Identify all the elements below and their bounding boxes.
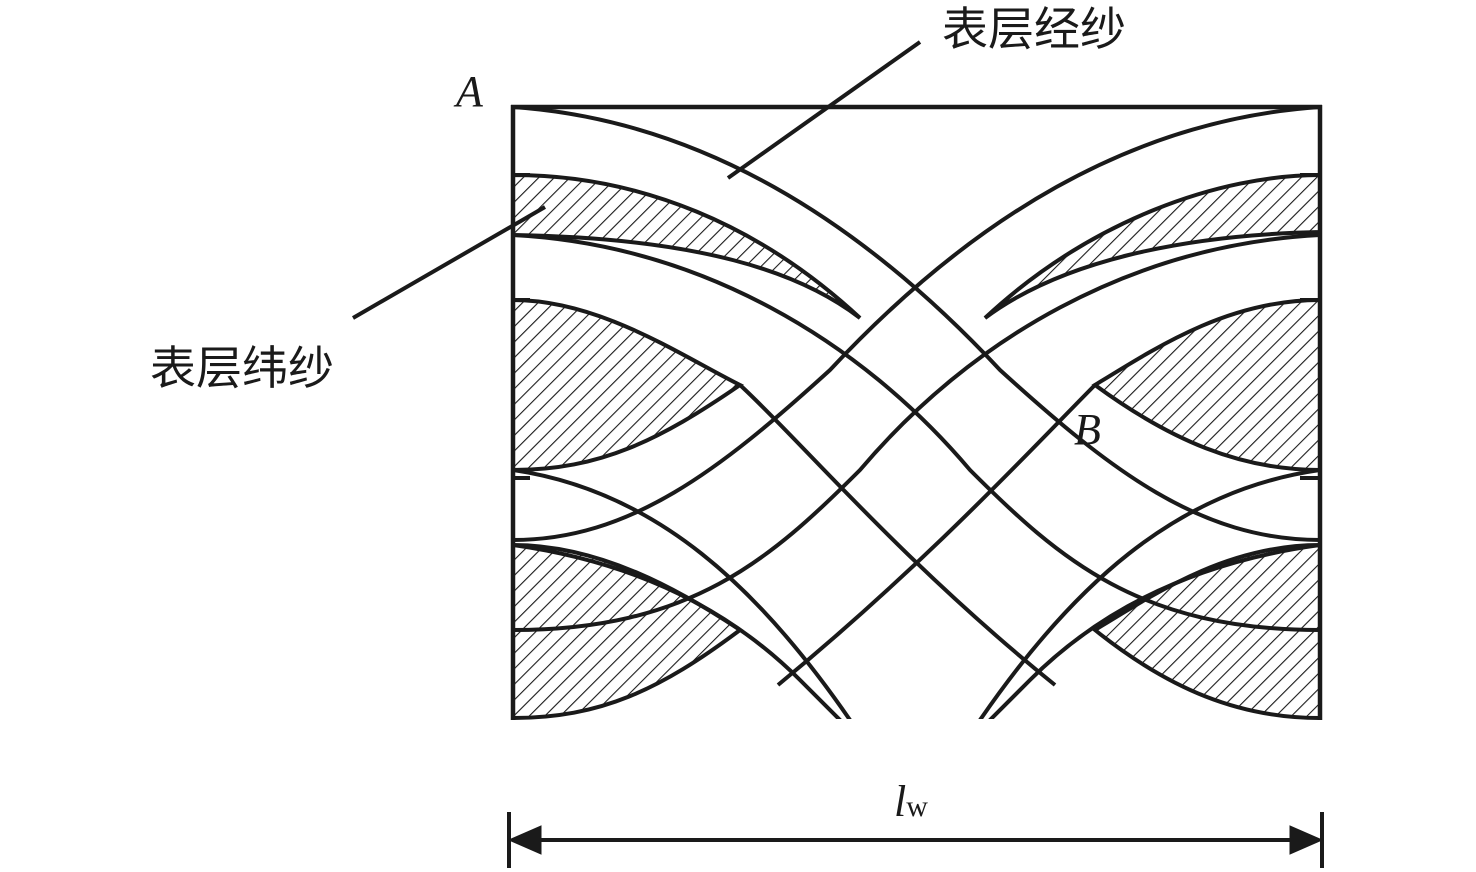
weft-section-right-lower xyxy=(1091,542,1322,721)
leader-lines xyxy=(351,40,922,320)
warp-curve-1 xyxy=(513,107,1320,542)
warp-curve-2 xyxy=(513,107,1320,542)
weft-yarn-label: 表层纬纱 xyxy=(150,341,334,395)
warp-curve-4 xyxy=(513,233,1320,632)
weft-yarn-sections xyxy=(511,172,1322,721)
warp-curve-5 xyxy=(513,468,852,719)
warp-curve-7 xyxy=(738,383,1057,687)
width-subscript: w xyxy=(906,790,928,823)
weft-section-upper-band xyxy=(511,172,862,320)
warp-leader-line xyxy=(726,40,922,180)
point-a-label: A xyxy=(456,67,483,116)
width-symbol: l xyxy=(894,777,907,826)
dimension-arrow-right xyxy=(1289,825,1324,855)
weft-section-right-middle xyxy=(1091,297,1322,473)
warp-yarn-curves xyxy=(513,107,1320,719)
weft-section-left-middle xyxy=(511,297,744,473)
yarn-band-lines xyxy=(513,173,1320,480)
width-dimension xyxy=(507,812,1324,868)
dimension-arrow-left xyxy=(507,825,542,855)
weft-leader-line xyxy=(351,205,547,320)
warp-curve-3 xyxy=(513,233,1320,632)
unit-cell-frame xyxy=(510,104,1323,720)
warp-yarn-label: 表层经纱 xyxy=(942,2,1126,56)
point-b-label: B xyxy=(1074,405,1101,454)
warp-curve-10 xyxy=(988,543,1320,719)
warp-curve-6 xyxy=(978,468,1320,719)
width-symbol-label: lw xyxy=(894,780,928,824)
warp-curve-8 xyxy=(776,383,1097,687)
warp-curve-9 xyxy=(513,543,842,719)
weft-section-upper-right xyxy=(983,172,1322,320)
